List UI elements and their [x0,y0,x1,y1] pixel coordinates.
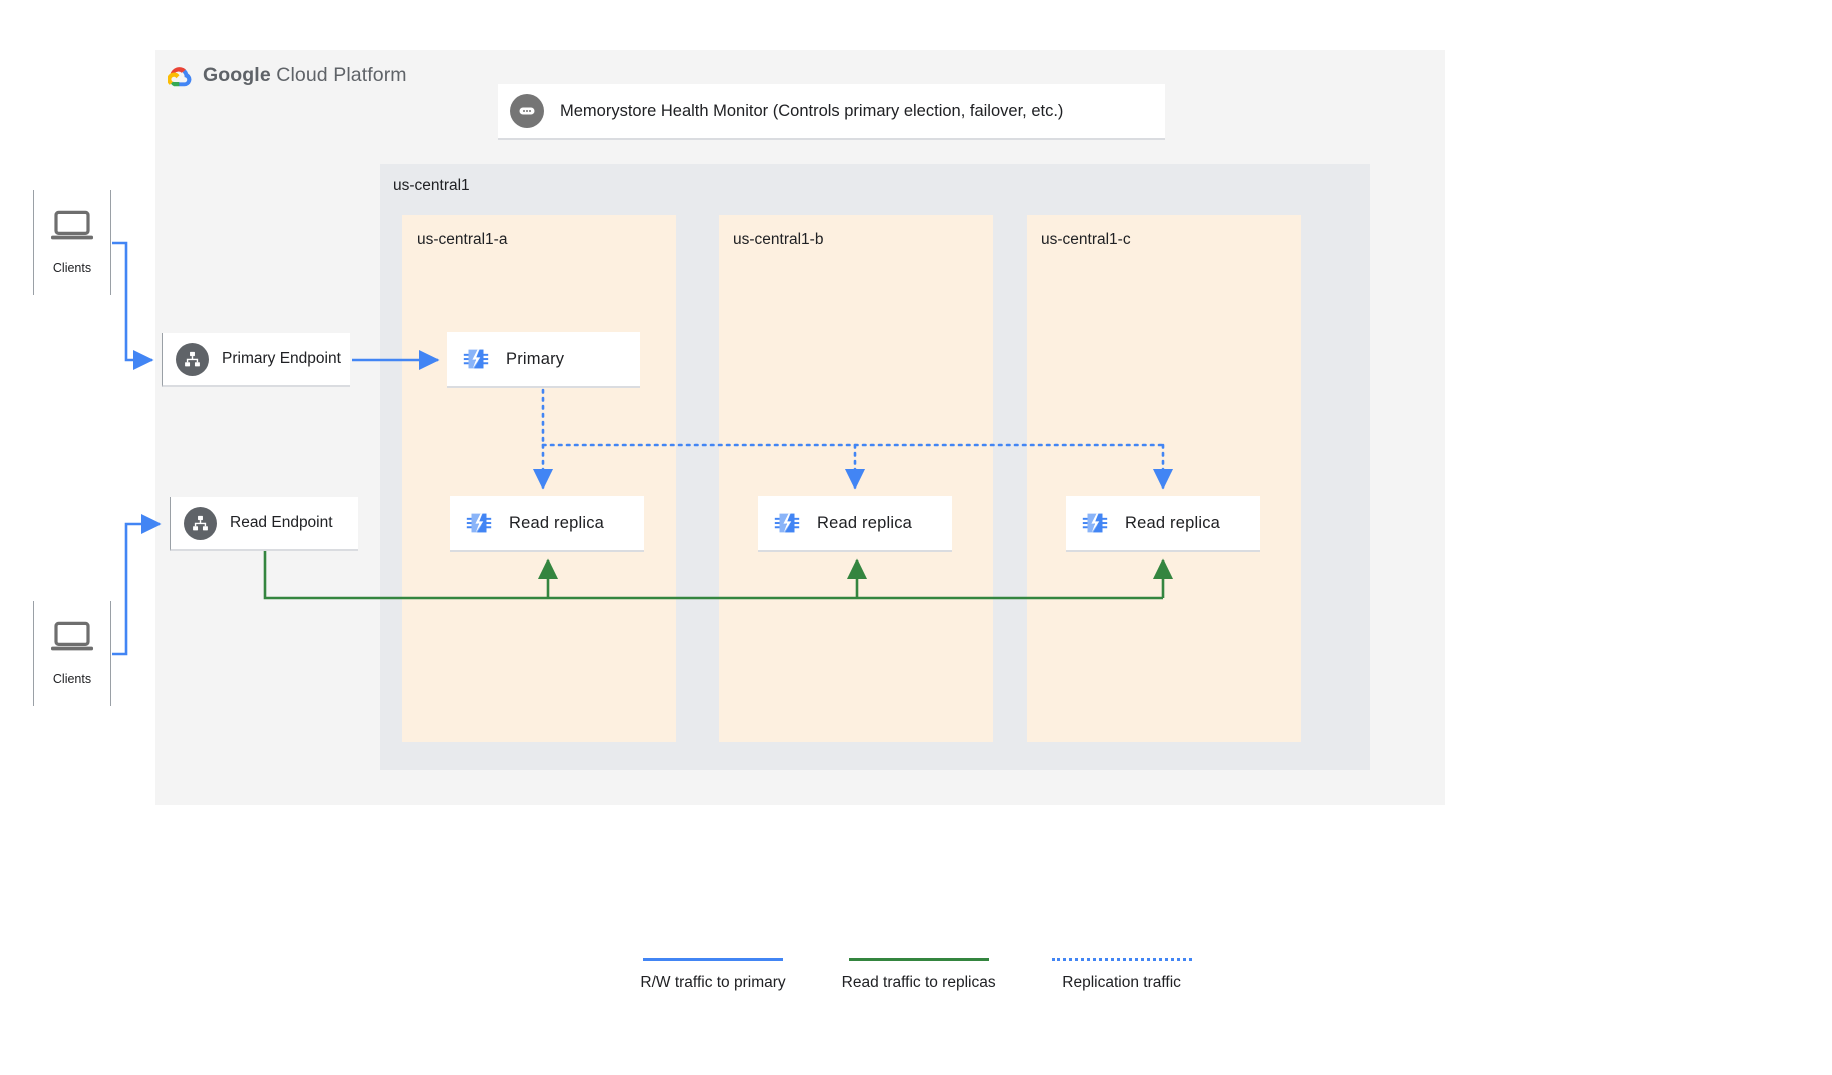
memorystore-chip-icon [464,508,494,538]
primary-endpoint-card[interactable]: Primary Endpoint [162,333,350,387]
laptop-icon [49,210,95,249]
legend-label-replication: Replication traffic [1062,974,1181,991]
legend: R/W traffic to primary Read traffic to r… [0,958,1832,992]
gcp-brand-rest: Cloud Platform [270,63,407,86]
gcp-logo: Google Cloud Platform [168,62,407,88]
gcp-logo-text: Google Cloud Platform [203,64,407,87]
client-label: Clients [52,672,92,686]
memorystore-chip-icon [1080,508,1110,538]
laptop-icon [49,621,95,660]
read-replica-label: Read replica [817,513,913,532]
legend-swatch-replication [1051,958,1192,961]
zone-label-c: us-central1-c [1041,231,1131,248]
wire-client-top-to-primary-endpoint [112,241,154,371]
region-label: us-central1 [393,177,470,194]
zone-us-central1-a [402,215,676,742]
read-endpoint-label: Read Endpoint [230,514,333,531]
endpoint-hierarchy-icon [184,506,217,540]
legend-label-read: Read traffic to replicas [841,974,996,991]
legend-item-rw-traffic: R/W traffic to primary [640,958,786,992]
client-label: Clients [52,261,92,275]
memorystore-chip-icon [772,508,802,538]
read-replica-label: Read replica [1125,513,1221,532]
read-replica-card-c[interactable]: Read replica [1066,496,1260,552]
legend-swatch-read [848,958,989,961]
read-replica-card-a[interactable]: Read replica [450,496,644,552]
legend-label-rw: R/W traffic to primary [640,974,786,991]
endpoint-hierarchy-icon [176,342,209,376]
google-cloud-logo-icon [168,62,194,88]
read-endpoint-card[interactable]: Read Endpoint [170,497,358,551]
health-monitor-icon [510,94,544,128]
primary-node-label: Primary [506,349,565,368]
client-node-top: Clients [33,190,111,295]
health-monitor-label: Memorystore Health Monitor (Controls pri… [560,101,1064,120]
health-monitor-card: Memorystore Health Monitor (Controls pri… [498,84,1165,140]
wire-client-bottom-to-read-endpoint [112,513,162,656]
zone-us-central1-b [719,215,993,742]
primary-endpoint-label: Primary Endpoint [222,350,341,367]
client-node-bottom: Clients [33,601,111,706]
read-replica-label: Read replica [509,513,605,532]
legend-item-read-traffic: Read traffic to replicas [842,958,996,992]
zone-label-a: us-central1-a [417,231,508,248]
zone-us-central1-c [1027,215,1301,742]
read-replica-card-b[interactable]: Read replica [758,496,952,552]
memorystore-chip-icon [461,344,491,374]
gcp-brand-bold: Google [203,63,271,86]
primary-node-card[interactable]: Primary [447,332,640,388]
legend-swatch-rw [643,958,784,961]
legend-item-replication-traffic: Replication traffic [1051,958,1192,992]
zone-label-b: us-central1-b [733,231,824,248]
